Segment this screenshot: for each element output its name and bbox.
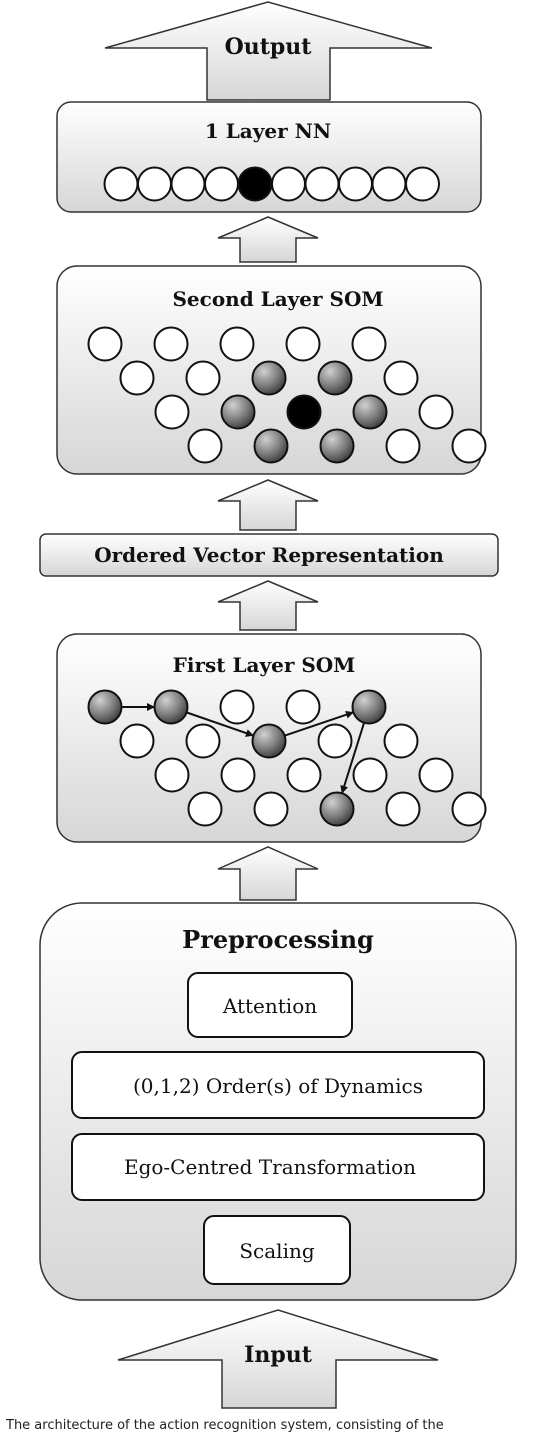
second-som-node-idle [185,360,221,396]
second-som-node-neighbor [251,360,287,396]
nn-node-idle [405,166,440,202]
first-som-node-idle [451,791,487,827]
first-som-node-idle [286,757,322,793]
ordered-vector-bar [39,533,499,577]
second-som-node-idle [154,394,190,430]
second-som-title: Second Layer SOM [172,287,383,311]
second-som-node-neighbor [319,428,355,464]
nn-node-idle [103,166,139,202]
second-som-node-neighbor [317,360,353,396]
nn-node-idle [371,166,407,202]
second-som-node-idle [119,360,155,396]
first-som-node-idle [253,791,289,827]
ordered-vector-label: Ordered Vector Representation [94,543,444,567]
second-som-node-idle [219,326,255,362]
up-arrow-4 [217,846,319,901]
scaling-label: Scaling [239,1239,315,1263]
preprocessing-title: Preprocessing [182,925,374,954]
second-som-node-neighbor [220,394,256,430]
first-som-node-idle [185,723,221,759]
input-arrow [117,1309,439,1409]
first-som-node-idle [418,757,454,793]
second-som-node-idle [383,360,419,396]
first-som-node-idle [220,757,256,793]
trajectory-arrow [185,711,254,737]
second-som-node-idle [187,428,223,464]
first-som-node-neighbor [319,791,355,827]
second-som-node-idle [351,326,387,362]
nn-node-idle [338,166,373,202]
figure-caption: The architecture of the action recogniti… [6,1418,444,1433]
second-som-node-active [286,394,322,430]
scaling-box [203,1215,351,1285]
second-som-node-idle [418,394,454,430]
second-som-node-idle [285,326,321,362]
first-som-node-idle [352,757,388,793]
second-som-node-idle [87,326,123,362]
nn-layer-title: 1 Layer NN [205,119,331,143]
up-arrow-1 [217,216,319,263]
nn-output-nodes [103,166,440,202]
first-som-node-idle [219,689,255,725]
ego-centred-box [71,1133,485,1201]
nn-node-idle [304,166,340,202]
second-som-node-idle [153,326,189,362]
first-som-node-idle [285,689,321,725]
first-som-node-idle [317,723,353,759]
second-som-node-neighbor [253,428,289,464]
trajectory-arrow [340,721,366,794]
first-som-node-neighbor [153,689,189,725]
first-som-title: First Layer SOM [173,653,356,677]
second-som-node-idle [385,428,421,464]
nn-node-idle [137,166,172,202]
attention-box [187,972,353,1038]
second-som-node-neighbor [352,394,388,430]
first-som-node-idle [385,791,421,827]
trajectory-arrow [283,710,354,737]
ego-centred-label: Ego-Centred Transformation [124,1155,416,1179]
nn-node-idle [271,166,306,202]
first-som-node-idle [119,723,155,759]
first-som-trajectory [121,703,366,794]
up-arrow-3 [217,580,319,631]
first-som-grid [87,689,487,827]
nn-node-idle [204,166,239,202]
dynamics-box [71,1051,485,1119]
nn-node-active [237,166,273,202]
nn-node-idle [170,166,206,202]
first-som-node-idle [383,723,419,759]
first-som-node-idle [187,791,223,827]
first-som-node-neighbor [87,689,123,725]
first-som-node-idle [154,757,190,793]
second-som-grid [87,326,487,464]
first-som-node-neighbor [351,689,387,725]
output-label: Output [225,34,313,60]
attention-label: Attention [222,994,317,1018]
up-arrow-2 [217,479,319,531]
first-som-node-neighbor [251,723,287,759]
dynamics-label: (0,1,2) Order(s) of Dynamics [133,1074,423,1098]
second-som-node-idle [451,428,487,464]
output-arrow [104,1,433,101]
input-label: Input [244,1342,313,1368]
